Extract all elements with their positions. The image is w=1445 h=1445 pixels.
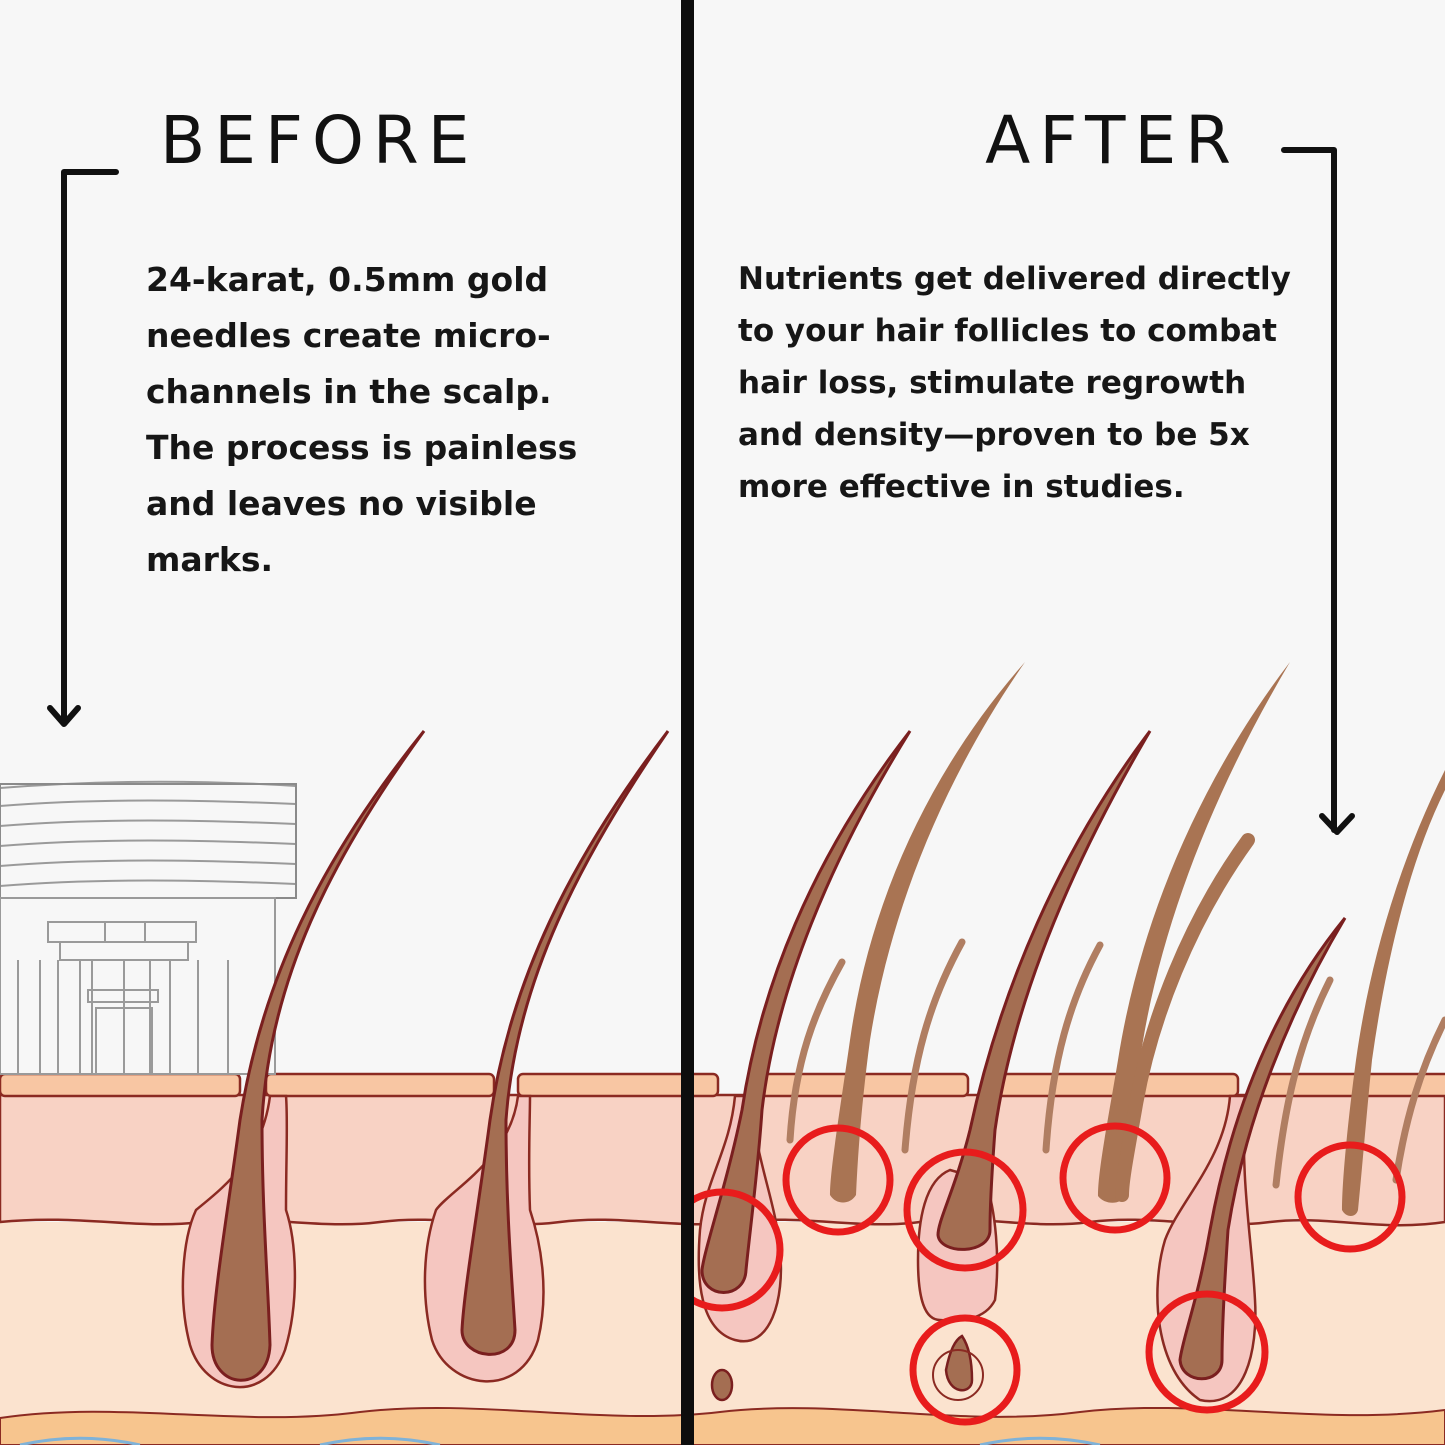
hair-strand [210, 730, 426, 1382]
before-title: BEFORE [160, 102, 479, 179]
hair-strand [1342, 770, 1445, 1216]
after-title: AFTER [985, 102, 1240, 179]
panel-divider [681, 0, 694, 1445]
subcutaneous-layer [0, 1406, 1445, 1445]
hair-strand [1098, 662, 1290, 1203]
skin-surface [0, 1072, 1445, 1098]
after-description: Nutrients get delivered directly to your… [738, 261, 1291, 505]
hair-strand [936, 730, 1152, 1251]
blood-vessel [19, 1436, 1101, 1445]
hair-strand [830, 662, 1025, 1203]
highlight-circles [692, 1122, 1406, 1426]
hair-strand [460, 730, 670, 1356]
before-description: 24-karat, 0.5mm gold needles create micr… [146, 260, 578, 579]
thin-hairs [786, 938, 1445, 1189]
hair-strand [1115, 833, 1255, 1202]
before-arrow [47, 169, 119, 727]
microneedle-device [0, 780, 297, 1075]
hair-strand [700, 730, 912, 1294]
follicle-ring [932, 1349, 984, 1401]
follicle-bulbs [710, 1334, 974, 1402]
after-arrow [1281, 147, 1355, 835]
hair-strand [1178, 917, 1347, 1381]
